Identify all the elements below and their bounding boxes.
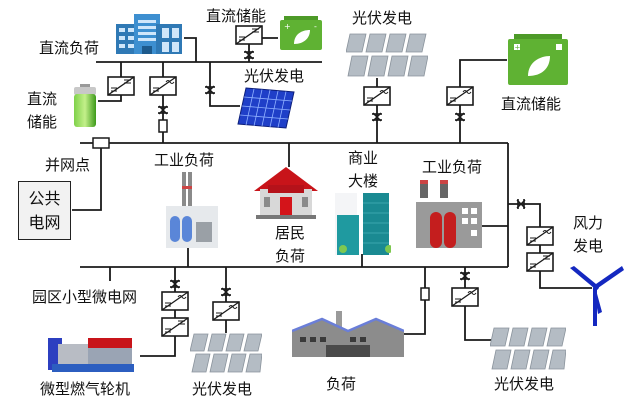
svg-text:+: + — [284, 22, 291, 31]
residential-load-label: 居民 负荷 — [274, 224, 305, 265]
house-icon — [254, 167, 318, 219]
factory-icon — [166, 172, 218, 248]
battery-storage-icon: + - — [280, 16, 322, 50]
microgrid-title-label: 园区小型微电网 — [32, 288, 138, 306]
battery-cell-icon — [74, 84, 96, 127]
bottom-load-label: 负荷 — [326, 375, 357, 393]
svg-text:-: - — [314, 22, 317, 31]
bottom-pv-left-label: 光伏发电 — [192, 380, 253, 398]
solar-panel-icon — [237, 87, 295, 129]
gas-turbine-icon — [48, 338, 134, 372]
pv-array-icon — [346, 33, 428, 77]
industrial-load-right-label: 工业负荷 — [422, 158, 483, 176]
warehouse-icon — [292, 311, 404, 357]
dc-pv-label: 光伏发电 — [244, 67, 305, 85]
wind-turbine-icon — [570, 266, 624, 326]
pv-array-icon-3 — [490, 327, 566, 370]
public-grid-box: 公共电网 — [18, 181, 71, 240]
switch-symbols — [92, 119, 430, 301]
commercial-building-icon — [335, 193, 391, 255]
svg-text:+: + — [515, 44, 521, 52]
dc-load-label: 直流负荷 — [39, 39, 100, 57]
office-building-icon — [116, 14, 182, 54]
industrial-load-left-label: 工业负荷 — [154, 151, 215, 169]
wind-power-label: 风力 发电 — [572, 214, 603, 255]
dc-storage-left-label: 直流 储能 — [26, 90, 57, 131]
upper-pv-label: 光伏发电 — [352, 9, 413, 27]
commercial-building-label: 商业 大楼 — [347, 149, 378, 190]
upper-storage-label: 直流储能 — [501, 95, 562, 113]
pcc-switch — [92, 137, 110, 149]
pv-array-icon-2 — [190, 333, 262, 373]
bottom-pv-right-label: 光伏发电 — [494, 375, 555, 393]
microturbine-label: 微型燃气轮机 — [40, 380, 131, 398]
pcc-label: 并网点 — [45, 156, 91, 174]
dc-storage-top-label: 直流储能 — [206, 7, 267, 25]
factory-icon-2 — [416, 180, 482, 248]
battery-storage-icon-2: + — [508, 34, 568, 85]
